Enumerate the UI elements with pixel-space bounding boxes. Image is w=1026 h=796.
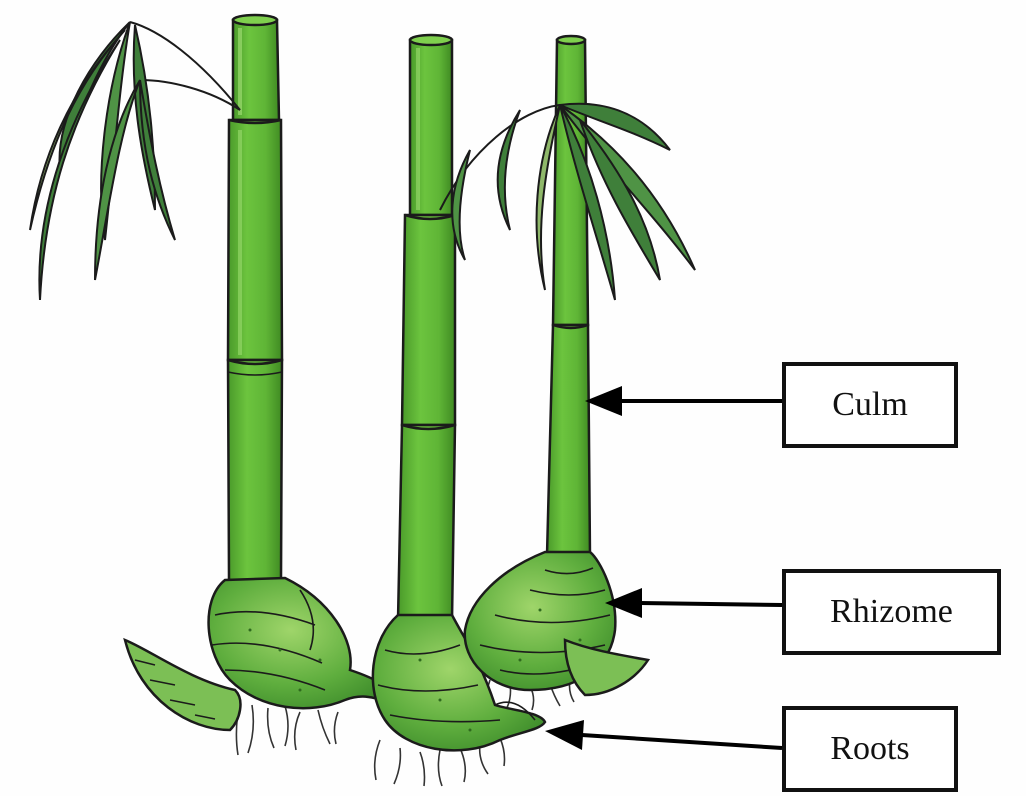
rhizome-label-text: Rhizome (830, 593, 953, 630)
culm-arrow (585, 386, 782, 416)
left-foliage (29, 21, 241, 301)
bamboo-shoots (123, 637, 651, 732)
arrows (545, 386, 783, 750)
culm-label: Culm (782, 362, 958, 448)
rhizome-label: Rhizome (782, 569, 1001, 655)
roots-arrow (545, 720, 783, 750)
middle-culm (396, 33, 457, 622)
left-culm (226, 13, 284, 582)
right-foliage (439, 102, 696, 301)
roots-label: Roots (782, 706, 958, 792)
culm-label-text: Culm (832, 386, 908, 423)
roots-label-text: Roots (830, 730, 910, 767)
rhizome-arrow (605, 588, 783, 618)
